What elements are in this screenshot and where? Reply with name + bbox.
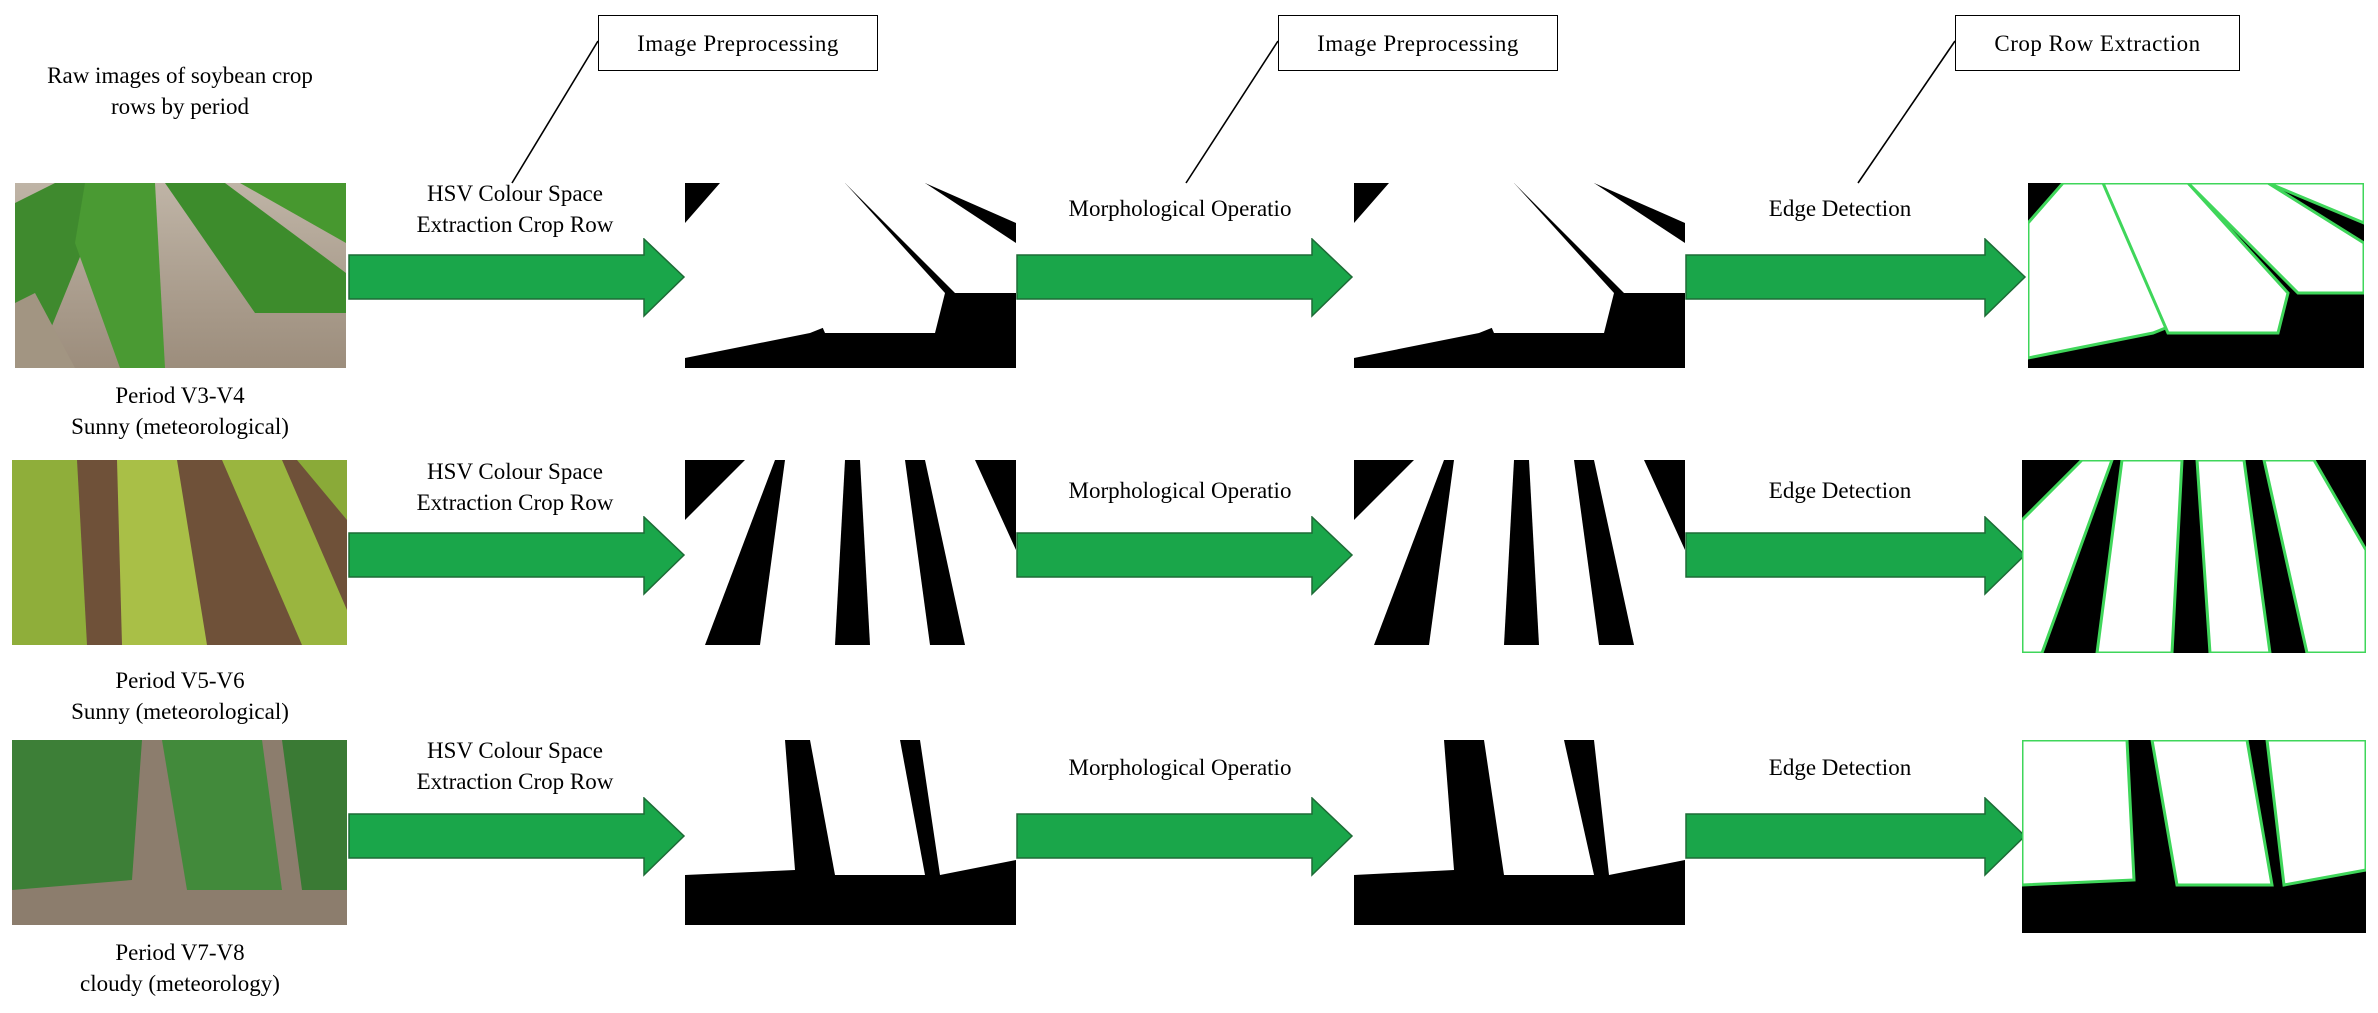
row2-step3-label: Edge Detection bbox=[1768, 478, 1912, 503]
callout-image-preprocessing-1: Image Preprocessing bbox=[598, 15, 878, 71]
row3-arrow-1 bbox=[348, 797, 686, 877]
row3-edge-result bbox=[2022, 740, 2366, 933]
row3-morph-mask bbox=[1354, 740, 1685, 925]
row3-step1-line-1: HSV Colour Space bbox=[427, 738, 603, 763]
row2-edge-result bbox=[2022, 460, 2366, 653]
row1-caption: Period V3-V4 Sunny (meteorological) bbox=[0, 380, 360, 442]
row1-edge-result bbox=[2028, 183, 2364, 368]
row2-step1-label: HSV Colour Space Extraction Crop Row bbox=[380, 456, 650, 518]
row2-period: Period V5-V6 bbox=[115, 668, 245, 693]
row1-step2-label: Morphological Operatio bbox=[1068, 196, 1292, 221]
row2-caption: Period V5-V6 Sunny (meteorological) bbox=[0, 665, 360, 727]
row3-step1-label: HSV Colour Space Extraction Crop Row bbox=[380, 735, 650, 797]
row3-weather: cloudy (meteorology) bbox=[80, 971, 280, 996]
row2-weather: Sunny (meteorological) bbox=[71, 699, 289, 724]
row1-arrow-3 bbox=[1685, 238, 2027, 318]
row1-step1-line-1: HSV Colour Space bbox=[427, 181, 603, 206]
callout-crop-row-extraction: Crop Row Extraction bbox=[1955, 15, 2240, 71]
raw-photo-v5-v6 bbox=[12, 460, 347, 645]
row2-morph-mask bbox=[1354, 460, 1685, 645]
row1-step1-label: HSV Colour Space Extraction Crop Row bbox=[380, 178, 650, 240]
row2-step1-line-1: HSV Colour Space bbox=[427, 459, 603, 484]
row3-step1-line-2: Extraction Crop Row bbox=[416, 769, 614, 794]
row1-step3-label: Edge Detection bbox=[1768, 196, 1912, 221]
row2-hsv-mask bbox=[685, 460, 1016, 645]
row2-arrow-2 bbox=[1016, 516, 1354, 596]
row3-step2-label: Morphological Operatio bbox=[1068, 755, 1292, 780]
row3-period: Period V7-V8 bbox=[115, 940, 245, 965]
raw-photo-v7-v8 bbox=[12, 740, 347, 925]
row2-arrow-1 bbox=[348, 516, 686, 596]
row2-step1-line-2: Extraction Crop Row bbox=[416, 490, 614, 515]
row3-step3-label: Edge Detection bbox=[1768, 755, 1912, 780]
row3-arrow-3 bbox=[1685, 797, 2027, 877]
row2-arrow-3 bbox=[1685, 516, 2027, 596]
row3-caption: Period V7-V8 cloudy (meteorology) bbox=[0, 937, 360, 999]
callout-leader-1 bbox=[511, 40, 599, 184]
header-caption-line-2: rows by period bbox=[111, 94, 249, 119]
row1-hsv-mask bbox=[685, 183, 1016, 368]
raw-photo-v3-v4 bbox=[15, 183, 346, 368]
row1-arrow-1 bbox=[348, 238, 686, 318]
header-caption: Raw images of soybean crop rows by perio… bbox=[10, 60, 350, 122]
callout-leader-3 bbox=[1857, 40, 1956, 184]
row1-morph-mask bbox=[1354, 183, 1685, 368]
row1-weather: Sunny (meteorological) bbox=[71, 414, 289, 439]
row3-arrow-2 bbox=[1016, 797, 1354, 877]
callout-image-preprocessing-2: Image Preprocessing bbox=[1278, 15, 1558, 71]
callout-leader-2 bbox=[1185, 40, 1279, 184]
row3-hsv-mask bbox=[685, 740, 1016, 925]
row1-step1-line-2: Extraction Crop Row bbox=[416, 212, 614, 237]
row1-period: Period V3-V4 bbox=[115, 383, 245, 408]
header-caption-line-1: Raw images of soybean crop bbox=[47, 63, 313, 88]
row2-step2-label: Morphological Operatio bbox=[1068, 478, 1292, 503]
row1-arrow-2 bbox=[1016, 238, 1354, 318]
